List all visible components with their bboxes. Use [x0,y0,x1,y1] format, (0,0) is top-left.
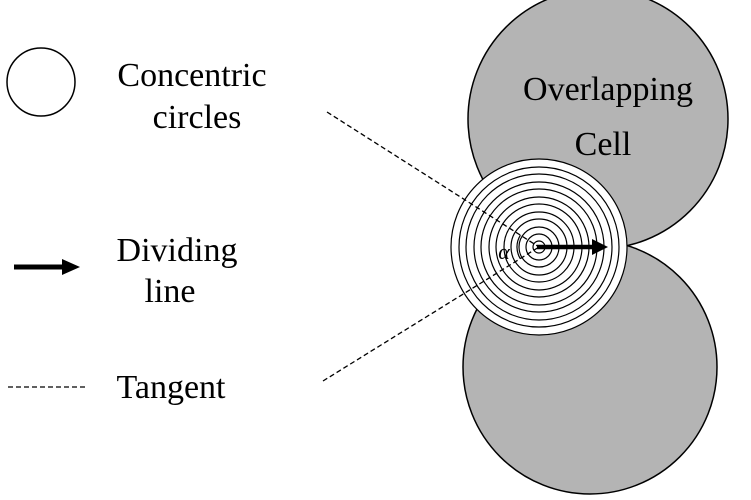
overlapping-cell-label-line2: Cell [575,126,632,163]
dividing-line-arrow [537,239,608,255]
legend-arrow-head [62,259,80,275]
legend-concentric-label-line2: circles [153,99,242,136]
angle-label: α [498,239,510,264]
legend-dividing-label-line1: Dividing [117,232,238,269]
tangent-line-upper [326,111,540,248]
dividing-line-arrow-icon [14,259,80,275]
overlapping-cell-label-line1: Overlapping [523,71,693,108]
concentric-ring [458,166,620,328]
legend-dividing-label-line2: line [145,273,196,310]
legend-concentric-label-line1: Concentric [117,57,266,94]
concentric-circles-icon [6,47,76,117]
dividing-line-arrowhead [592,239,608,255]
tangent-lines [322,111,540,382]
legend-item-concentric-circles: Concentric circles [6,47,267,136]
tangent-line-lower [322,246,540,382]
concentric-ring [465,173,613,321]
legend-item-dividing-line: Dividing line [14,232,237,310]
legend-item-tangent: Tangent [8,369,226,406]
angle-arc [516,234,521,260]
legend-tangent-label: Tangent [116,369,226,406]
